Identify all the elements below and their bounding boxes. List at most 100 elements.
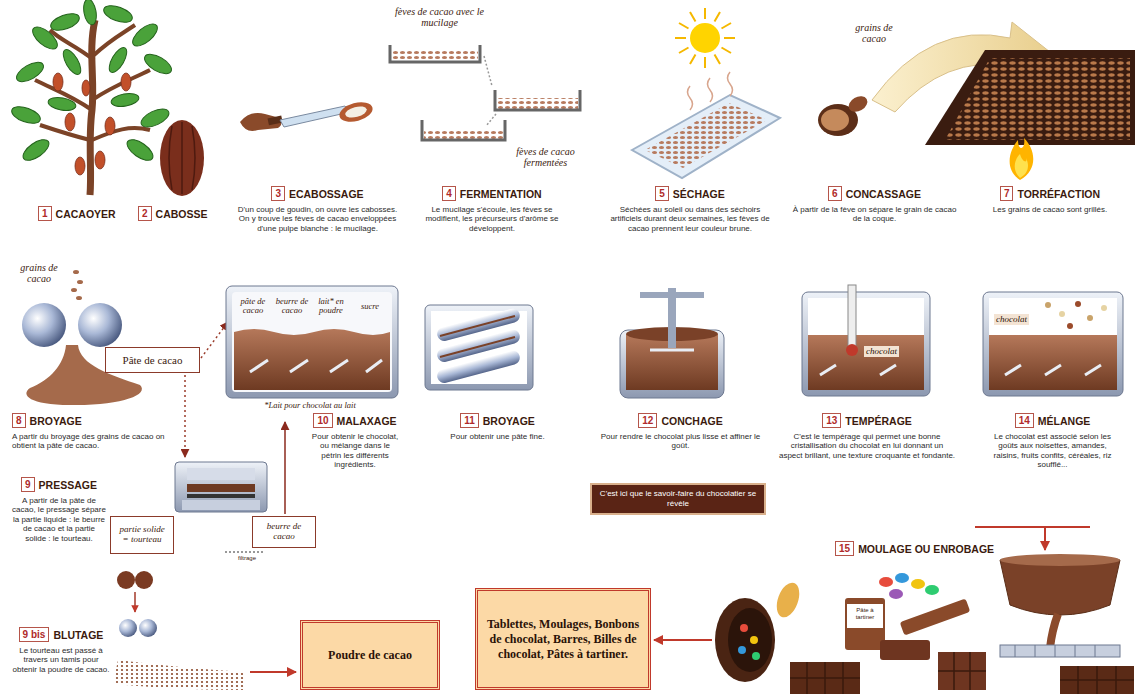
step-heading: 9 bisBLUTAGE [12,627,110,642]
cocoa-tree-part-part [53,73,63,91]
cocoa-tree-part-part [138,105,171,130]
cocoa-tree-part-part [75,157,85,175]
cocoa-tree-part-part [95,151,105,169]
step-block: 3ECABOSSAGED'un coup de goudin, on ouvre… [235,186,400,233]
cocoa-tree-part-part [20,136,53,165]
products-part [889,589,903,599]
step-heading: 12CONCHAGE [598,413,763,428]
conche-part [650,349,694,352]
products-part [772,580,803,621]
cake-and-sieve-part [135,571,153,589]
cocoa-tree-part-part [142,50,175,77]
tempering-tank-part [808,298,924,390]
box-text: beurre de cacao [258,522,310,542]
crushed-bean-part [846,93,870,115]
step-block: 9PRESSAGEA partir de la pâte de cacao, l… [12,477,106,543]
cocoa-tree [10,0,175,195]
step-number: 2 [138,206,152,221]
step-number: 12 [638,413,657,428]
cocoa-tree-part-part [14,58,47,85]
step-title: BROYAGE [30,415,82,427]
step-block: 8 BROYAGE A partir du broyage des grains d… [12,413,177,451]
tempering-tank-part [846,344,858,356]
mixing-tank [983,292,1123,396]
mixing-tank-part [1075,301,1081,307]
step-number: 7 [1000,186,1014,201]
text-label: fèves de cacao avec le mucilage [392,6,487,28]
step-title: PRESSAGE [39,479,97,491]
products-part [750,636,758,644]
step-block: 13TEMPÉRAGEC'est le tempérage qui permet… [778,413,956,460]
step-description: Le chocolat est associé selon les goûts … [987,432,1119,470]
cocoa-tree-part-part [49,10,82,33]
step-heading: 10MALAXAGE [298,413,412,428]
step-number: 8 [12,413,26,428]
cocoa-tree-part-part [129,20,161,50]
step-heading: 4FERMENTATION [418,186,566,201]
mixing-tank-part [1005,365,1101,375]
fermentation-trays-part [422,120,505,140]
grinding-rollers-part [73,270,79,274]
box-text: C'est ici que le savoir-faire du chocola… [597,489,759,508]
press-part [175,462,267,512]
conche-part [640,292,704,298]
products [654,573,986,694]
products-part [879,577,893,587]
refining-rollers-part [425,305,533,390]
sun-drying-part [675,8,735,68]
products-part [715,598,775,682]
label-box: Poudre de cacao [300,620,440,690]
step-description: Le mucilage s'écoule, les fèves se modif… [418,205,566,233]
step-title: CACAOYER [56,208,116,220]
crushed-bean [818,93,870,136]
step-block: 2CABOSSE [138,206,228,221]
step-block: 1CACAOYER [38,206,138,221]
press-part [284,422,286,514]
step-block: 6CONCASSAGEÀ partir de la fève on sépare… [792,186,957,224]
step-number: 10 [313,413,332,428]
machete-opening-part [344,104,368,119]
step-block: 4FERMENTATION Le mucilage s'écoule, les f… [418,186,566,233]
kneading-tank-part [226,286,398,398]
products-part [880,640,930,660]
cocoa-tree-part [53,73,131,175]
cocoa-tree-part-part [110,92,140,109]
paste-route-part [184,375,186,457]
coating-part [1060,666,1134,694]
kneading-tank-part [250,360,382,372]
products-part [790,662,860,694]
box-text: Pâte de cacao [123,354,183,366]
cake-and-sieve-part [113,660,245,690]
sun-drying [632,8,780,178]
step-block: 14MÉLANGE Le chocolat est associé selon l… [975,413,1130,470]
text-label: grains de cacao [8,262,70,284]
press-part [187,468,255,480]
step-number: 3 [271,186,285,201]
step-title: BROYAGE [483,415,535,427]
text-label: grains de cacao [843,22,905,44]
cocoa-tree-part-part [65,113,75,131]
step-description: À partir de la fève on sépare le grain d… [792,205,957,224]
text-label: fèves de cacao fermentées [503,146,588,168]
cake-and-sieve [113,571,296,690]
fermentation-trays-part [495,90,580,110]
press-part [187,494,255,498]
step-description: A partir de la pâte de cacao, le pressag… [12,496,106,543]
sun-drying-part [632,95,780,178]
step-number: 5 [655,186,669,201]
step-block: 15MOULAGE OU ENROBAGE [835,541,1085,556]
coating-part [1000,554,1120,566]
tempering-tank-part [820,365,896,375]
step-block: 5SÉCHAGESéchées au soleil ou dans des sé… [610,186,770,233]
step-block: 9 bisBLUTAGELe tourteau est passé à trav… [12,627,110,674]
products-part [938,652,986,690]
step-heading: 2CABOSSE [138,206,228,221]
step-description: A partir du broyage des grains de cacao … [12,432,177,451]
text-label: pâte de cacao [234,297,272,315]
step-heading: 5SÉCHAGE [610,186,770,201]
press-part [187,484,255,492]
step-heading: 1CACAOYER [38,206,138,221]
cocoa-tree-part-part [10,103,43,126]
text-label: Pâte à tartiner [848,607,882,620]
step-heading: 14MÉLANGE [975,413,1130,428]
